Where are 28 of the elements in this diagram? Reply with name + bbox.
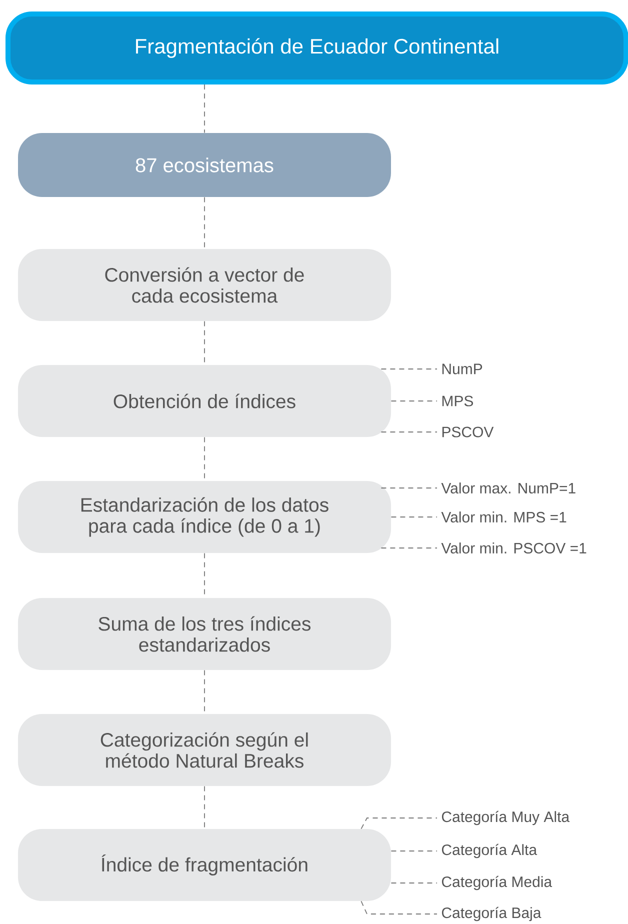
leaf-label: MPS <box>442 396 474 406</box>
process-box: Categorización según el método Natural Breaks <box>18 714 391 786</box>
connector-line <box>204 786 205 830</box>
leaf-label: Valor max. NumP=1 <box>441 482 576 494</box>
process-box: Suma de los tres índices estandarizados <box>18 598 391 670</box>
leader-line <box>360 818 438 830</box>
leaf-label: Valor min. PSCOV =1 <box>441 542 586 554</box>
leader-line <box>390 882 438 884</box>
leaf-label: Categoría Alta <box>442 844 538 858</box>
leaf-label: Categoría Muy Alta <box>442 810 570 826</box>
process-box: Índice de fragmentación <box>18 829 391 901</box>
process-box: 87 ecosistemas <box>18 133 391 197</box>
leaf-label: PSCOV <box>442 426 494 438</box>
connector-line <box>204 196 205 250</box>
connector-line <box>204 84 205 134</box>
leader-line <box>390 850 438 852</box>
title-box: Fragmentación de Ecuador Continental <box>6 12 628 84</box>
leader-line <box>390 400 438 402</box>
process-box: Obtención de índices <box>18 365 391 437</box>
leader-line <box>360 900 438 914</box>
leaf-label: Valor min. MPS =1 <box>441 512 566 522</box>
leaf-label: Categoría Media <box>442 876 552 890</box>
leader-line <box>380 368 438 370</box>
process-box: Estandarización de los datos para cada índice (de 0 a 1) <box>18 481 391 553</box>
leaf-label: NumP <box>442 364 482 374</box>
process-box: Conversión a vector de cada ecosistema <box>18 249 391 321</box>
leader-line <box>390 516 438 518</box>
leaf-label: Categoría Baja <box>442 906 542 922</box>
